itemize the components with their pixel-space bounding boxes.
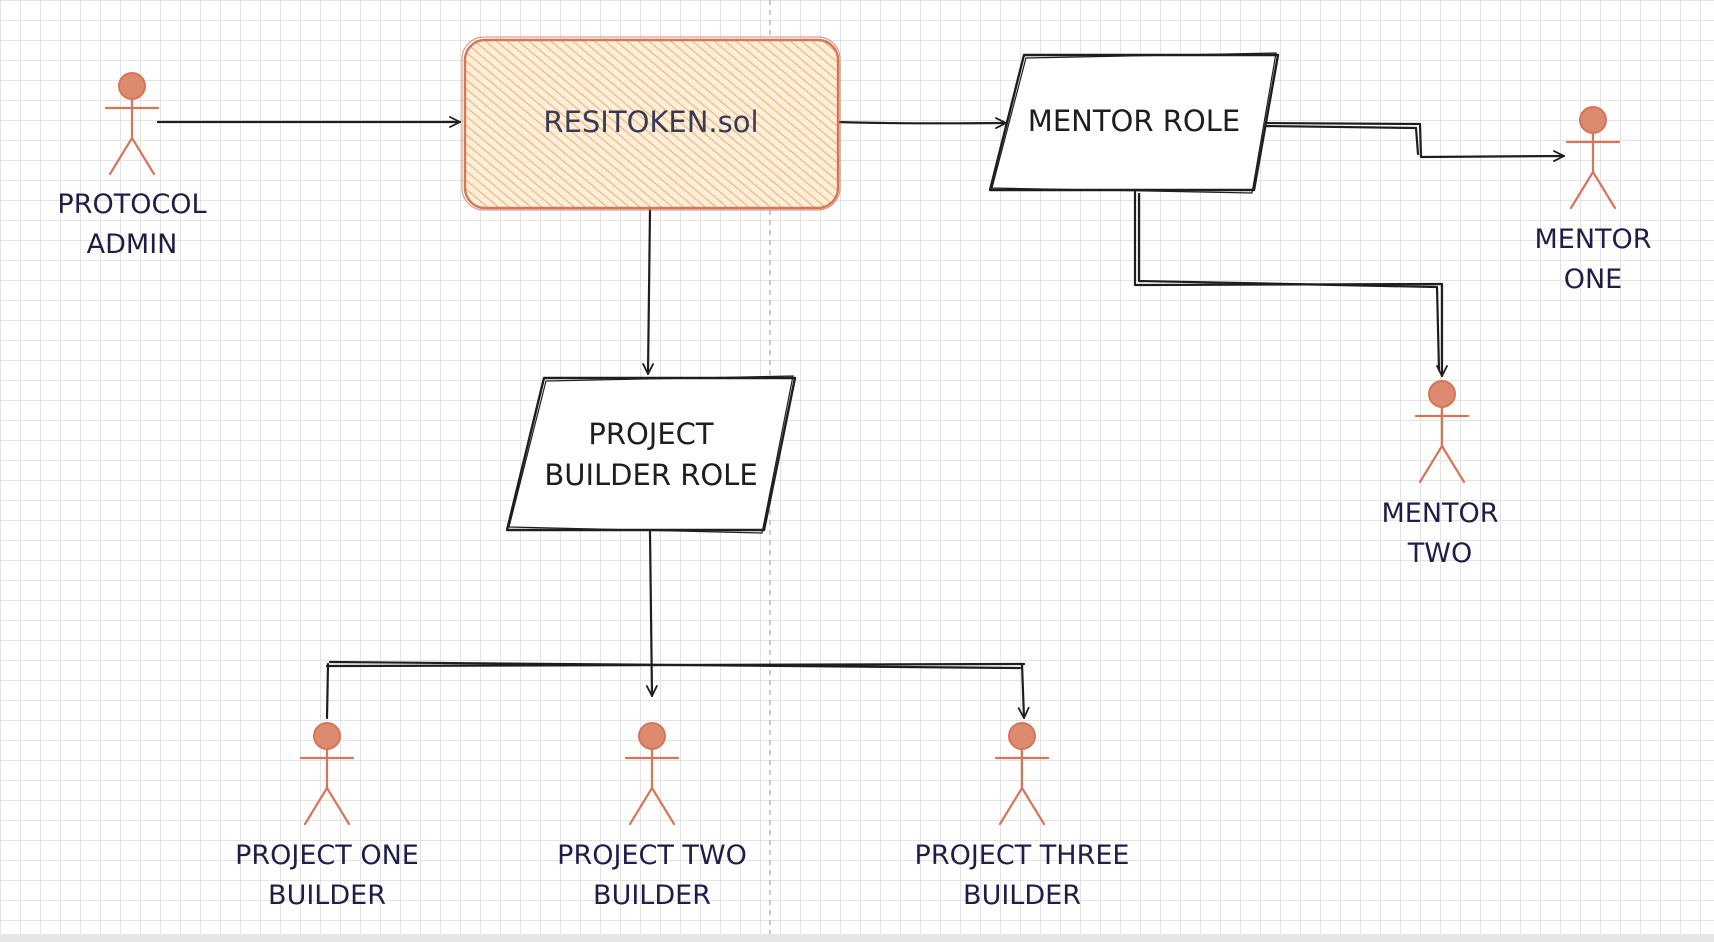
connectors — [156, 116, 1566, 720]
actor-project-two-builder-line1: PROJECT TWO — [557, 840, 747, 871]
actor-mentor-two-line1: MENTOR — [1381, 498, 1498, 529]
actor-protocol-admin-line2: ADMIN — [87, 229, 178, 260]
actor-mentor-one[interactable]: MENTOR ONE — [1534, 106, 1652, 295]
mentor-role-label: MENTOR ROLE — [1028, 104, 1240, 138]
connector-builder-bus-sketch — [328, 660, 1022, 670]
actor-project-one-builder-line1: PROJECT ONE — [235, 840, 419, 871]
builder-role-label-line2: BUILDER ROLE — [544, 458, 757, 492]
builder-role-node[interactable]: PROJECT BUILDER ROLE — [505, 375, 797, 534]
actor-project-three-builder-line2: BUILDER — [963, 880, 1081, 911]
actor-mentor-one-icon — [1565, 106, 1621, 210]
connector-mentor-role-to-mentor-one-sketch — [1262, 124, 1420, 156]
connector-token-to-builder-role — [642, 208, 655, 376]
bottom-strip — [0, 934, 1714, 942]
actor-project-three-builder-icon — [994, 722, 1050, 826]
connector-mentor-role-to-mentor-one — [1262, 121, 1566, 162]
connector-token-to-mentor-role — [836, 117, 1008, 129]
actor-project-two-builder[interactable]: PROJECT TWO BUILDER — [557, 722, 747, 911]
actor-mentor-two[interactable]: MENTOR TWO — [1381, 380, 1499, 569]
connector-mentor-role-to-mentor-two-sketch — [1137, 192, 1441, 372]
connector-bus-to-project-one — [325, 662, 330, 720]
actor-protocol-admin-line1: PROTOCOL — [57, 189, 206, 220]
token-node[interactable]: RESITOKEN.sol — [461, 36, 841, 211]
token-label: RESITOKEN.sol — [543, 105, 758, 139]
actor-mentor-one-line1: MENTOR — [1534, 224, 1651, 255]
actor-protocol-admin-icon — [104, 72, 160, 176]
actor-project-one-builder-line2: BUILDER — [268, 880, 386, 911]
actor-project-one-builder-icon — [299, 722, 355, 826]
builder-role-label-line1: PROJECT — [588, 417, 714, 451]
connector-bus-to-project-three — [1017, 662, 1030, 720]
actor-mentor-two-line2: TWO — [1407, 538, 1472, 569]
actor-project-three-builder-line1: PROJECT THREE — [915, 840, 1130, 871]
mentor-role-node[interactable]: MENTOR ROLE — [988, 52, 1280, 194]
actor-project-two-builder-line2: BUILDER — [593, 880, 711, 911]
actor-mentor-two-icon — [1414, 380, 1470, 484]
actor-project-three-builder[interactable]: PROJECT THREE BUILDER — [915, 722, 1130, 911]
actor-project-two-builder-icon — [624, 722, 680, 826]
actor-mentor-one-line2: ONE — [1564, 264, 1623, 295]
actor-project-one-builder[interactable]: PROJECT ONE BUILDER — [235, 722, 419, 911]
actor-protocol-admin[interactable]: PROTOCOL ADMIN — [57, 72, 207, 260]
connector-builder-role-to-bus — [645, 530, 658, 698]
